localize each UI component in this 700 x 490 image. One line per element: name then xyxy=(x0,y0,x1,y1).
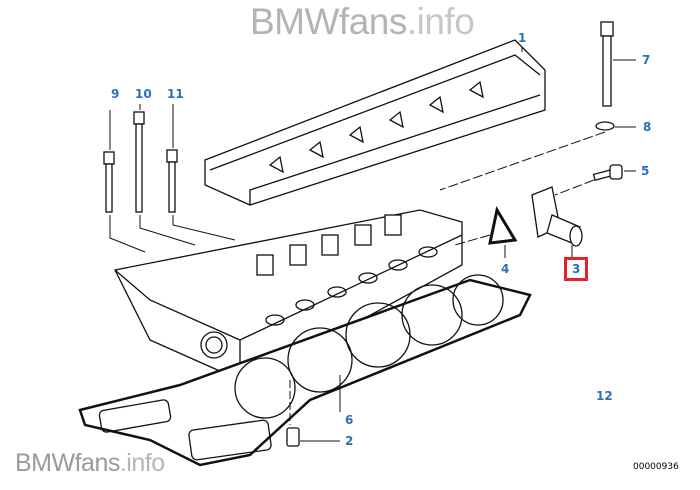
screw-5 xyxy=(592,164,623,182)
callout-2[interactable]: 2 xyxy=(345,434,354,448)
watermark-suffix: .info xyxy=(119,449,165,477)
callout-1[interactable]: 1 xyxy=(518,31,527,45)
watermark-brand: BMWfans xyxy=(15,449,120,477)
callout-3-highlighted[interactable]: 3 xyxy=(564,257,589,281)
callout-11[interactable]: 11 xyxy=(167,87,184,101)
watermark-bottom: BMWfans.info xyxy=(15,449,165,478)
gasket-4 xyxy=(488,205,518,245)
callout-6[interactable]: 6 xyxy=(345,413,354,427)
head-bolts xyxy=(103,111,178,213)
callout-10[interactable]: 10 xyxy=(135,87,152,101)
watermark-suffix: .info xyxy=(406,1,475,42)
callout-7[interactable]: 7 xyxy=(642,53,651,67)
water-flange-3 xyxy=(531,186,583,247)
callout-9[interactable]: 9 xyxy=(111,87,120,101)
dowel-sleeve-2 xyxy=(286,427,300,447)
bolt-7 xyxy=(600,21,614,107)
head-gasket xyxy=(78,274,532,467)
callout-5[interactable]: 5 xyxy=(641,164,650,178)
watermark-top: BMWfans.info xyxy=(250,1,475,43)
callout-12[interactable]: 12 xyxy=(596,389,613,403)
washer-8 xyxy=(595,121,615,131)
callout-8[interactable]: 8 xyxy=(643,120,652,134)
callout-4[interactable]: 4 xyxy=(501,262,510,276)
valve-cover xyxy=(204,39,546,206)
watermark-brand: BMWfans xyxy=(250,1,407,42)
diagram-number: 00000936 xyxy=(633,462,679,472)
